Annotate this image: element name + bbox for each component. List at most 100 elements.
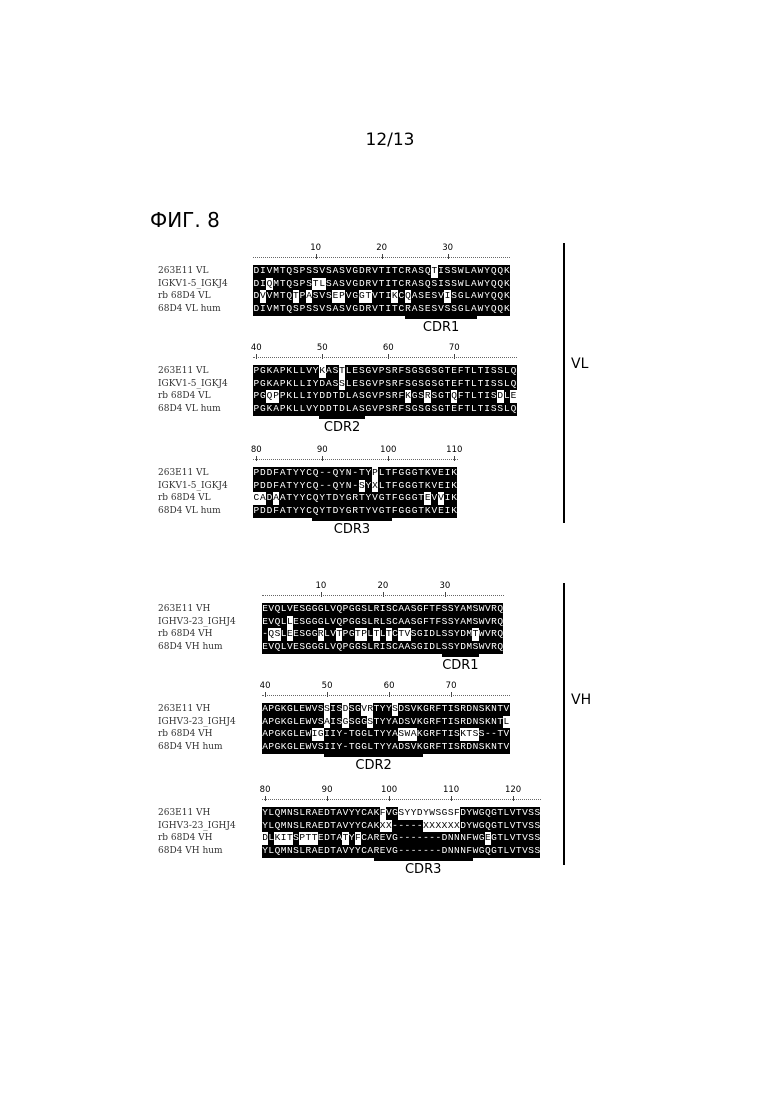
residue: I xyxy=(385,265,392,278)
residue: I xyxy=(260,278,267,291)
residue: E xyxy=(451,403,458,416)
residue: M xyxy=(273,265,280,278)
residue: E xyxy=(424,290,431,303)
residue: V xyxy=(372,403,379,416)
sequence-rows: EVQLVESGGGLVQPGGSLRISCAASGFTFSSYAMSWVRQE… xyxy=(262,603,503,654)
residue: D xyxy=(359,278,366,291)
sequence-name: IGHV3-23_IGHJ4 xyxy=(158,716,236,729)
residue: F xyxy=(391,505,398,518)
ruler-tick xyxy=(383,592,384,597)
residue: L xyxy=(471,390,478,403)
ruler-number: 20 xyxy=(376,243,387,253)
position-ruler: 102030 xyxy=(253,243,510,263)
position-ruler: 40506070 xyxy=(262,681,510,701)
residue: Y xyxy=(293,505,300,518)
residue: L xyxy=(299,365,306,378)
residue: V xyxy=(431,492,438,505)
residue: Y xyxy=(339,467,346,480)
residue: S xyxy=(431,303,438,316)
residue: K xyxy=(266,365,273,378)
residue: T xyxy=(378,265,385,278)
residue: T xyxy=(464,365,471,378)
residue: G xyxy=(345,505,352,518)
residue: P xyxy=(279,378,286,391)
residue: S xyxy=(490,365,497,378)
ruler-number: 50 xyxy=(322,681,333,691)
residue: T xyxy=(378,303,385,316)
residue: C xyxy=(398,265,405,278)
residue: L xyxy=(345,365,352,378)
ruler-number: 110 xyxy=(443,785,459,795)
residue: K xyxy=(504,278,511,291)
residue: A xyxy=(471,290,478,303)
residue: V xyxy=(345,278,352,291)
residue: I xyxy=(260,265,267,278)
residue: L xyxy=(345,378,352,391)
residue: L xyxy=(293,378,300,391)
residue: E xyxy=(352,378,359,391)
sequence-names: 263E11 VLIGKV1-5_IGKJ4rb 68D4 VL68D4 VL … xyxy=(158,467,228,518)
sequence-row: DIQMTQSPSTLSASVGDRVTITCRASQSISSWLAWYQQK xyxy=(253,278,510,291)
ruler-number: 60 xyxy=(384,681,395,691)
residue: Q xyxy=(497,628,503,641)
residue: S xyxy=(418,378,425,391)
residue: D xyxy=(253,290,260,303)
residue: G xyxy=(438,365,445,378)
residue: R xyxy=(391,378,398,391)
residue: L xyxy=(299,378,306,391)
residue: Y xyxy=(299,492,306,505)
sequence-row: YLQMNSLRAEDTAVYYCAREVG-------DNNNFWGQGTL… xyxy=(262,845,540,858)
ruler-tick xyxy=(513,796,514,801)
residue: I xyxy=(444,467,451,480)
ruler-tick xyxy=(445,592,446,597)
residue: D xyxy=(339,390,346,403)
residue: T xyxy=(418,492,425,505)
residue: T xyxy=(359,492,366,505)
residue: S xyxy=(385,390,392,403)
residue: G xyxy=(365,403,372,416)
residue: A xyxy=(332,303,339,316)
residue: G xyxy=(411,378,418,391)
residue: A xyxy=(279,467,286,480)
sequence-row: DVVMTQTPASVSEPVGGTVTIKCQASESVISGLAWYQQK xyxy=(253,290,510,303)
sequence-rows: PDDFATYYCQ--QYN-TYPLTFGGGTKVEIKPDDFATYYC… xyxy=(253,467,457,518)
sequence-row: APGKGLEWIGIIY-TGGLTYYASWAKGRFTISKTSS--TV xyxy=(262,728,510,741)
residue: S xyxy=(293,278,300,291)
sequence-row: PDDFATYYCQ--QYN-TYPLTFGGGTKVEIK xyxy=(253,467,457,480)
residue: Q xyxy=(510,365,517,378)
residue: G xyxy=(352,303,359,316)
residue: T xyxy=(279,290,286,303)
residue: V xyxy=(431,505,438,518)
residue: I xyxy=(484,403,491,416)
residue: D xyxy=(339,403,346,416)
residue: W xyxy=(477,303,484,316)
residue: T xyxy=(444,378,451,391)
residue: P xyxy=(279,365,286,378)
sequence-name: IGKV1-5_IGKJ4 xyxy=(158,378,228,391)
residue: I xyxy=(444,492,451,505)
ruler-tick xyxy=(327,796,328,801)
sequence-row: PDDFATYYCQYTDYGRTYVGTFGGGTKVEIK xyxy=(253,505,457,518)
residue: S xyxy=(312,265,319,278)
sequence-name: 68D4 VH hum xyxy=(158,845,236,858)
residue: V xyxy=(503,703,509,716)
residue: Q xyxy=(286,278,293,291)
ruler-number: 100 xyxy=(381,785,397,795)
residue: I xyxy=(444,290,451,303)
residue: S xyxy=(339,278,346,291)
residue: Y xyxy=(339,492,346,505)
residue: V xyxy=(438,290,445,303)
sequence-row: PDDFATYYCQ--QYN-SYXLTFGGGTKVEIK xyxy=(253,480,457,493)
residue: Q xyxy=(266,278,273,291)
residue: K xyxy=(504,265,511,278)
residue: S xyxy=(326,290,333,303)
vl-section-label: VL xyxy=(571,356,588,372)
position-ruler: 8090100110120 xyxy=(262,785,541,805)
residue: Y xyxy=(339,505,346,518)
ruler-number: 70 xyxy=(446,681,457,691)
residue: S xyxy=(293,265,300,278)
residue: K xyxy=(504,290,511,303)
ruler-number: 20 xyxy=(377,581,388,591)
residue: S xyxy=(339,303,346,316)
residue: R xyxy=(352,505,359,518)
